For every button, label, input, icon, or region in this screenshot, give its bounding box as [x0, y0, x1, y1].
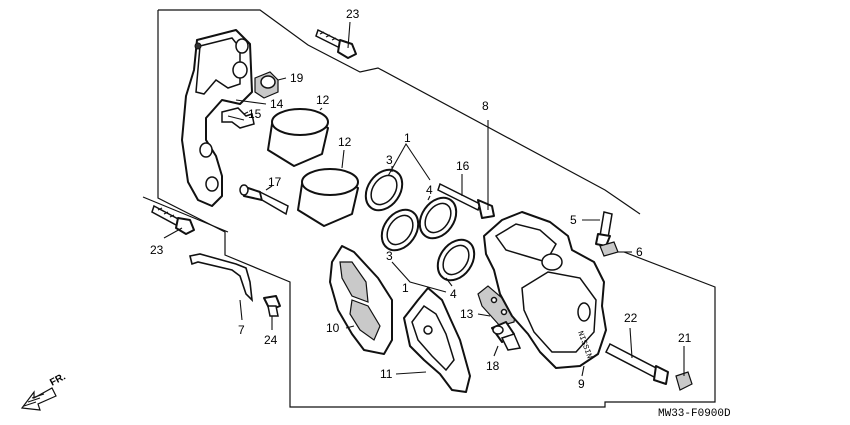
- callout-21: 21: [678, 331, 692, 345]
- boot-19: [254, 71, 279, 99]
- assembly-frame: [142, 9, 716, 408]
- callout-3-upper: 3: [386, 153, 393, 167]
- pad-spring-13: [477, 285, 517, 327]
- callout-10: 10: [326, 321, 340, 335]
- callout-15: 15: [248, 107, 262, 121]
- pin-bolt-22: [604, 342, 669, 385]
- seal-4-upper: [418, 196, 458, 240]
- callout-1-upper: 1: [404, 131, 411, 145]
- pad-spring-7: [189, 253, 254, 303]
- retainer-clip-15: [221, 107, 255, 129]
- callout-11: 11: [380, 367, 393, 381]
- seal-3-upper: [364, 168, 404, 212]
- callout-6: 6: [636, 245, 643, 259]
- front-direction-arrow: FR.: [20, 371, 68, 411]
- callout-23-top: 23: [346, 7, 360, 21]
- callout-5: 5: [570, 213, 577, 227]
- callout-12-upper: 12: [316, 93, 330, 107]
- callout-22: 22: [624, 311, 638, 325]
- bleeder-18: [491, 321, 522, 351]
- callout-23-left: 23: [150, 243, 164, 257]
- brake-pad-11: [403, 287, 471, 393]
- seal-4-lower: [436, 238, 476, 282]
- callout-13: 13: [460, 307, 474, 321]
- bleed-valve-5: [595, 211, 613, 247]
- brake-pad-10: [329, 245, 393, 355]
- callout-4-upper: 4: [426, 183, 433, 197]
- bolt-24: [263, 295, 281, 317]
- callout-18: 18: [486, 359, 500, 373]
- callout-9: 9: [578, 377, 585, 391]
- bolt-23-top: [315, 28, 357, 59]
- callout-14: 14: [270, 97, 284, 111]
- pin-16: [437, 182, 495, 219]
- diagram-code: MW33-F0900D: [658, 408, 731, 420]
- front-label: FR.: [48, 371, 68, 388]
- leader-lines: [163, 21, 685, 377]
- callout-3-lower: 3: [386, 249, 393, 263]
- piston-12-lower: [297, 168, 359, 227]
- callout-7: 7: [238, 323, 245, 337]
- callout-16: 16: [456, 159, 470, 173]
- callout-17: 17: [268, 175, 282, 189]
- callout-24: 24: [264, 333, 278, 347]
- callout-4-lower: 4: [450, 287, 457, 301]
- callout-8: 8: [482, 99, 489, 113]
- piston-12-upper: [267, 108, 329, 167]
- callout-numbers: 23 19 14 15 12 12 1 3 4 3 1 4 16 17 23 8…: [150, 7, 692, 391]
- caliper-bracket: [181, 29, 253, 207]
- callout-12-lower: 12: [338, 135, 352, 149]
- bolt-23-left: [151, 204, 195, 235]
- caliper-body-9: NISSIN: [483, 211, 607, 369]
- seal-3-lower: [380, 208, 420, 252]
- callout-1-lower: 1: [402, 281, 409, 295]
- pin-17: [239, 184, 289, 216]
- callout-19: 19: [290, 71, 304, 85]
